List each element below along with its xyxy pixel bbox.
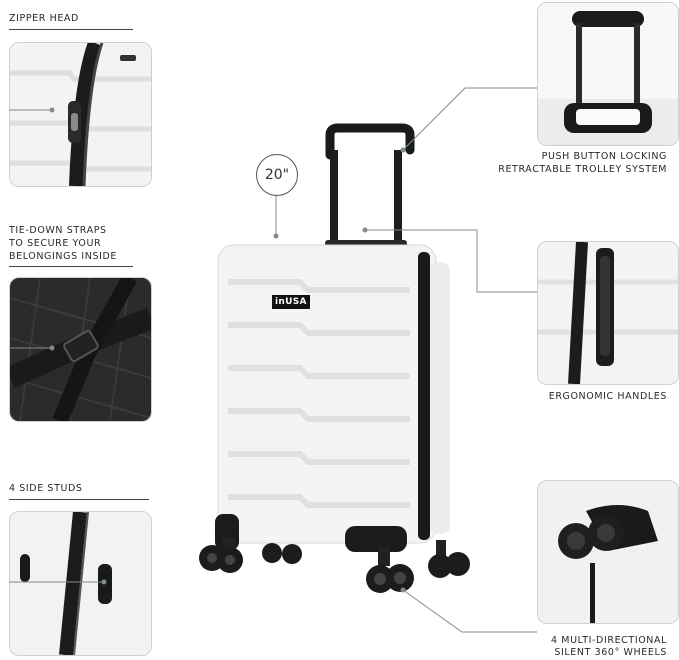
label-wheels-line2: SILENT 360° WHEELS <box>554 647 667 658</box>
panel-wheels <box>537 480 679 624</box>
label-tie-down-line1: TIE-DOWN STRAPS <box>9 225 107 236</box>
label-tie-down-line3: BELONGINGS INSIDE <box>9 251 117 262</box>
zipper-closeup-image <box>10 43 151 186</box>
panel-trolley-system <box>537 2 679 146</box>
spinner-wheels-image <box>538 481 678 623</box>
side-handle-image <box>538 242 678 384</box>
panel-zipper-head <box>9 42 152 187</box>
rule-side-studs <box>9 499 149 500</box>
label-ergonomic-handles: ERGONOMIC HANDLES <box>548 391 667 402</box>
panel-tie-down-straps <box>9 277 152 422</box>
rule-tie-down <box>9 266 133 267</box>
label-trolley-line1: PUSH BUTTON LOCKING <box>541 151 667 162</box>
trolley-handle-image <box>538 3 678 145</box>
size-badge: 20" <box>256 154 298 196</box>
panel-side-studs <box>9 511 152 656</box>
label-trolley-line2: RETRACTABLE TROLLEY SYSTEM <box>498 164 667 175</box>
side-studs-image <box>10 512 151 655</box>
label-side-studs: 4 SIDE STUDS <box>9 483 83 494</box>
panel-ergonomic-handles <box>537 241 679 385</box>
label-wheels-line1: 4 MULTI-DIRECTIONAL <box>551 635 667 646</box>
brand-logo: inUSA <box>272 295 310 309</box>
rule-zipper-head <box>9 29 133 30</box>
tie-down-strap-image <box>10 278 151 421</box>
label-zipper-head: ZIPPER HEAD <box>9 13 79 24</box>
label-tie-down-line2: TO SECURE YOUR <box>9 238 102 249</box>
